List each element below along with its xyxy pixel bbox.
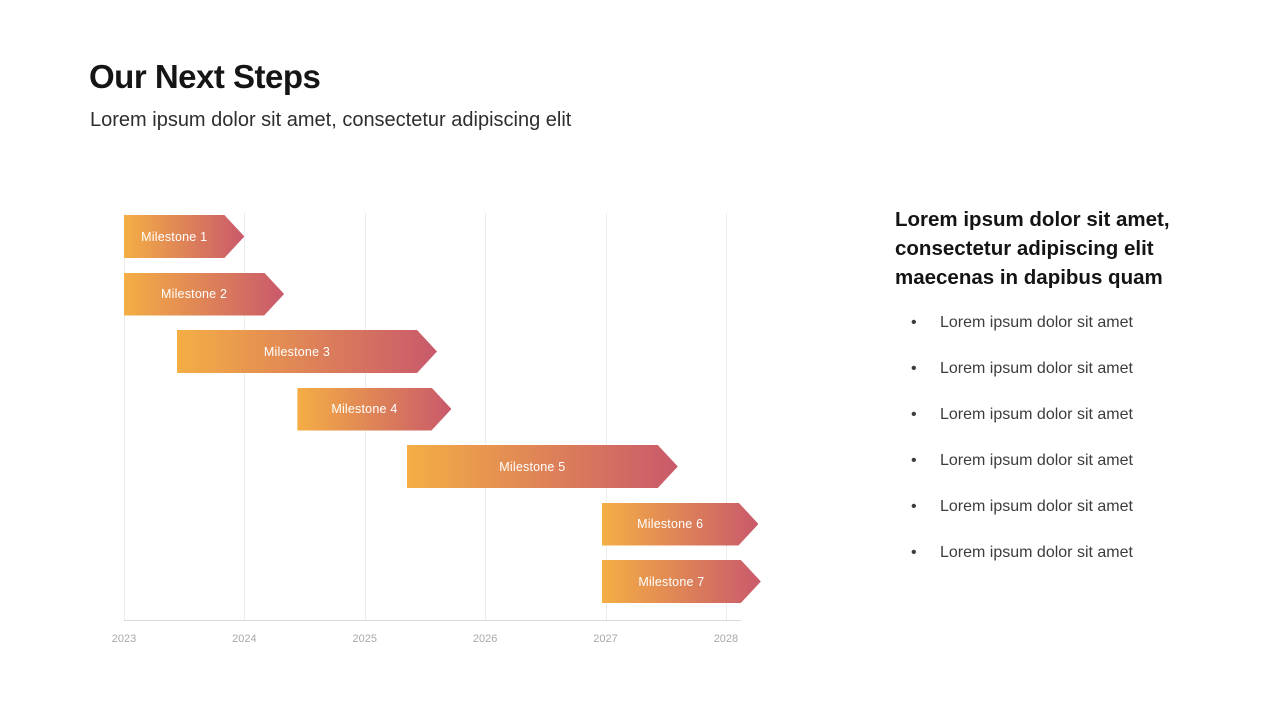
year-tick-label: 2025 bbox=[352, 633, 377, 645]
year-gridline bbox=[485, 213, 487, 620]
milestone-bar: Milestone 2 bbox=[124, 273, 284, 316]
bullet-text: Lorem ipsum dolor sit amet bbox=[940, 314, 1133, 331]
milestone-bar: Milestone 1 bbox=[124, 215, 244, 258]
year-tick-label: 2026 bbox=[472, 633, 498, 645]
bullet-item: • Lorem ipsum dolor sit amet bbox=[895, 450, 1225, 472]
bullet-text: Lorem ipsum dolor sit amet bbox=[940, 498, 1133, 515]
milestone-bar: Milestone 4 bbox=[297, 388, 451, 431]
year-tick-label: 2023 bbox=[111, 633, 137, 645]
year-gridline bbox=[124, 213, 125, 620]
bullet-dot-icon: • bbox=[911, 360, 917, 377]
gantt-chart-plot-area: Milestone 1 Milestone 2 Milestone 3 Milesto… bbox=[124, 213, 741, 621]
milestone-label: Milestone 5 bbox=[499, 459, 566, 474]
milestone-label: Milestone 1 bbox=[141, 229, 208, 244]
milestone-label: Milestone 6 bbox=[637, 517, 704, 531]
milestone-label: Milestone 7 bbox=[638, 574, 705, 589]
bullet-item: • Lorem ipsum dolor sit amet bbox=[895, 496, 1225, 518]
milestone-label: Milestone 4 bbox=[331, 402, 398, 416]
bullet-list: • Lorem ipsum dolor sit amet • Lorem ipsum … bbox=[895, 312, 1225, 564]
side-heading-line: consectetur adipiscing elit bbox=[895, 237, 1154, 260]
year-tick-label: 2024 bbox=[232, 633, 257, 645]
bullet-text: Lorem ipsum dolor sit amet bbox=[940, 452, 1133, 469]
bullet-item: • Lorem ipsum dolor sit amet bbox=[895, 404, 1225, 426]
side-heading-line: maecenas in dapibus quam bbox=[895, 266, 1163, 289]
side-panel-heading: Lorem ipsum dolor sit amet, consectetur … bbox=[895, 205, 1225, 292]
bullet-dot-icon: • bbox=[911, 314, 917, 331]
bullet-text: Lorem ipsum dolor sit amet bbox=[940, 406, 1133, 423]
milestone-label: Milestone 3 bbox=[263, 344, 331, 359]
bullet-item: • Lorem ipsum dolor sit amet bbox=[895, 542, 1225, 564]
milestone-label: Milestone 2 bbox=[160, 287, 228, 301]
year-tick-label: 2027 bbox=[593, 633, 618, 645]
year-gridline bbox=[725, 213, 727, 620]
bullet-item: • Lorem ipsum dolor sit amet bbox=[895, 358, 1225, 380]
milestone-bar: Milestone 7 bbox=[602, 560, 761, 603]
year-gridline bbox=[605, 213, 607, 620]
bullet-dot-icon: • bbox=[911, 406, 917, 423]
page-subtitle: Lorem ipsum dolor sit amet, consectetur … bbox=[90, 109, 572, 131]
bullet-text: Lorem ipsum dolor sit amet bbox=[940, 544, 1133, 561]
bullet-dot-icon: • bbox=[911, 498, 917, 515]
side-heading-line: Lorem ipsum dolor sit amet, bbox=[895, 208, 1170, 231]
bullet-text: Lorem ipsum dolor sit amet bbox=[940, 360, 1133, 377]
bullet-dot-icon: • bbox=[911, 452, 917, 469]
year-gridline bbox=[244, 213, 246, 620]
bullet-dot-icon: • bbox=[911, 544, 917, 561]
x-axis-tick-labels: 2023 2024 2025 2026 2027 2028 bbox=[112, 633, 741, 649]
year-tick-label: 2028 bbox=[713, 633, 739, 645]
page-title: Our Next Steps bbox=[89, 58, 321, 95]
bullet-item: • Lorem ipsum dolor sit amet bbox=[895, 312, 1225, 334]
milestone-bar: Milestone 6 bbox=[602, 503, 759, 546]
side-panel: Lorem ipsum dolor sit amet, consectetur … bbox=[895, 205, 1225, 588]
milestone-bar: Milestone 3 bbox=[177, 330, 437, 373]
milestone-bar: Milestone 5 bbox=[407, 445, 678, 488]
